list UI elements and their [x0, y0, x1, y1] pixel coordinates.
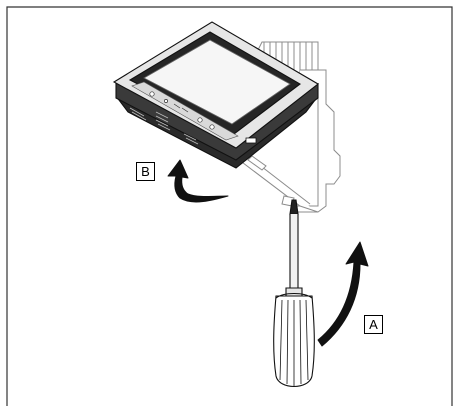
curved-arrow-a — [317, 241, 369, 347]
thermostat-display-unit — [112, 21, 319, 169]
label-b: B — [136, 162, 155, 181]
figure-border — [6, 6, 453, 406]
curved-arrow-b — [167, 159, 229, 203]
screwdriver-icon — [273, 199, 315, 388]
label-a: A — [364, 315, 383, 334]
